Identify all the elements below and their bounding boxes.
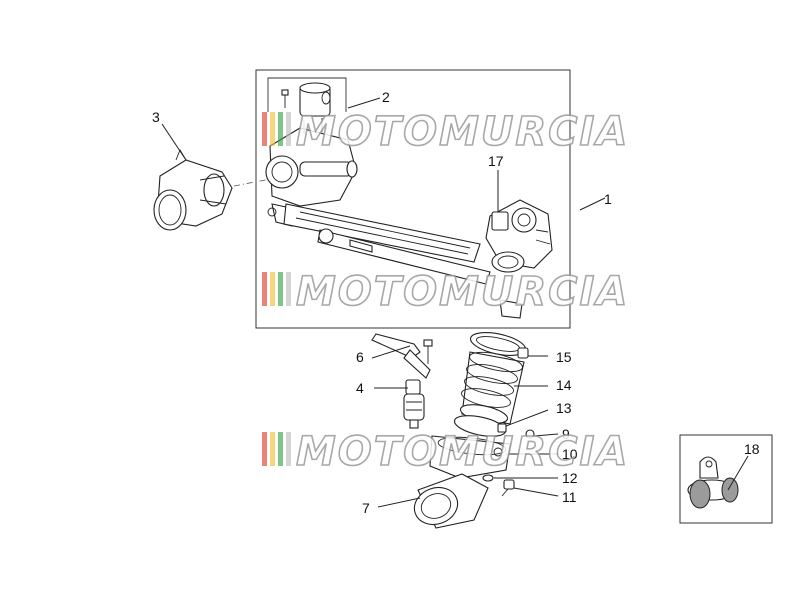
callout-2: 2 — [382, 89, 390, 105]
callout-10: 10 — [562, 446, 578, 462]
watermark-stripe — [278, 272, 283, 306]
callout-1: 1 — [604, 191, 612, 207]
throttle-body-left-part-2 — [265, 82, 358, 227]
callout-14: 14 — [556, 377, 572, 393]
lower-flange-part-7 — [413, 473, 489, 529]
assembly-frame-1 — [255, 69, 571, 329]
callout-17: 17 — [488, 153, 504, 169]
watermark-text: MOTOMURCIA — [296, 109, 629, 155]
callout-12: 12 — [562, 470, 578, 486]
callout-15: 15 — [556, 349, 572, 365]
grommet-part-18 — [687, 456, 739, 509]
callout-9: 9 — [562, 426, 570, 442]
intake-flange-part-3 — [153, 148, 233, 231]
intake-hose-part-14 — [459, 351, 525, 425]
callout-13: 13 — [556, 400, 572, 416]
callout-6: 6 — [356, 349, 364, 365]
screw-part-2 — [281, 89, 289, 108]
watermark-middle: MOTOMURCIA — [262, 268, 629, 316]
callout-18: 18 — [744, 441, 760, 457]
sub-frame-2 — [267, 77, 347, 112]
watermark-stripe — [286, 272, 291, 306]
watermark-top: MOTOMURCIA — [262, 108, 629, 156]
manifold-parts-9-10 — [429, 429, 535, 479]
watermark-text: MOTOMURCIA — [296, 269, 629, 315]
washer-part-12 — [482, 474, 494, 482]
watermark-stripe — [270, 432, 275, 466]
watermark-stripe — [270, 112, 275, 146]
bracket-part-6 — [371, 333, 433, 379]
watermark-stripe — [278, 112, 283, 146]
callout-labels: 1 2 3 4 6 7 9 10 11 12 13 14 15 17 18 — [152, 89, 760, 516]
fuel-rail-crossbar — [283, 203, 491, 285]
watermark-stripe — [286, 432, 291, 466]
screw-part-11 — [501, 479, 515, 497]
callout-11: 11 — [562, 489, 577, 505]
watermark-bottom: MOTOMURCIA — [262, 428, 629, 476]
throttle-body-right-part-17 — [485, 199, 553, 319]
callout-4: 4 — [356, 380, 364, 396]
inset-frame-18 — [679, 434, 773, 524]
callout-7: 7 — [362, 500, 370, 516]
watermark-stripe — [262, 432, 267, 466]
watermark-stripe — [286, 112, 291, 146]
watermark-text: MOTOMURCIA — [296, 429, 629, 475]
hose-clamp-part-15 — [469, 332, 529, 359]
watermark-stripe — [278, 432, 283, 466]
watermark-stripe — [262, 112, 267, 146]
hose-clamp-part-13 — [453, 415, 507, 437]
callout-3: 3 — [152, 109, 160, 125]
leader-lines — [161, 97, 749, 508]
injector-part-4 — [403, 379, 425, 429]
watermark-stripe — [262, 272, 267, 306]
watermark-stripe — [270, 272, 275, 306]
